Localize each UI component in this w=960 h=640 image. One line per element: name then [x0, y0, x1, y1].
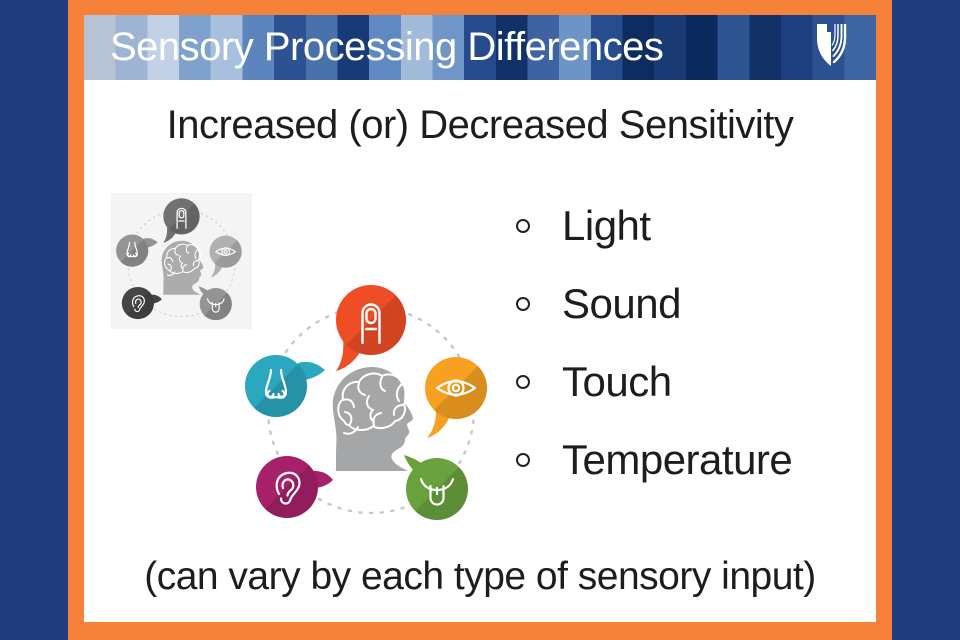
list-item-label: Sound	[562, 280, 681, 327]
tongue-icon	[419, 477, 455, 506]
ear-icon	[275, 471, 301, 505]
list-item: Temperature	[516, 421, 793, 499]
slide-content: Sensory Processing Differences Increased…	[84, 15, 876, 622]
slide-title: Sensory Processing Differences	[110, 25, 664, 69]
nose-icon	[126, 241, 138, 258]
footer-note: (can vary by each type of sensory input)	[144, 555, 816, 598]
circle-bullet-icon	[516, 375, 530, 389]
circle-bullet-icon	[516, 297, 530, 311]
circle-bullet-icon	[516, 453, 530, 467]
head-brain-icon	[161, 240, 204, 295]
taste-bubble	[404, 455, 469, 521]
nose-icon	[264, 368, 288, 399]
sight-bubble	[209, 235, 242, 278]
subtitle-heading: Increased (or) Decreased Sensitivity	[166, 103, 794, 147]
sensitivity-list: Light Sound Touch Temperature	[516, 187, 793, 499]
tongue-icon	[206, 298, 225, 313]
u-shield-logo-icon	[817, 24, 847, 66]
sensory-graphic-small	[111, 193, 252, 329]
eye-icon	[435, 379, 477, 397]
list-item-label: Touch	[562, 358, 672, 405]
sensory-wheel-illustration	[116, 198, 242, 321]
sensory-graphic-large	[240, 275, 502, 537]
list-item: Touch	[516, 343, 792, 421]
smell-bubble	[116, 234, 158, 267]
smell-bubble	[245, 355, 325, 418]
slide-frame: Sensory Processing Differences Increased…	[68, 0, 892, 640]
list-item-label: Temperature	[562, 436, 793, 483]
sight-bubble	[425, 357, 488, 438]
finger-icon	[361, 303, 381, 345]
list-item-label: Light	[562, 202, 651, 249]
hearing-bubble	[256, 456, 333, 519]
ear-icon	[131, 295, 145, 313]
taste-bubble	[198, 286, 232, 321]
list-item: Light	[516, 187, 792, 265]
finger-icon	[176, 207, 187, 229]
hearing-bubble	[121, 286, 162, 320]
eye-icon	[215, 247, 237, 257]
touch-bubble	[163, 198, 200, 243]
sensory-wheel-illustration	[245, 285, 488, 521]
touch-bubble	[336, 285, 407, 371]
head-brain-icon	[332, 367, 413, 471]
list-item: Sound	[516, 265, 792, 343]
circle-bullet-icon	[516, 219, 530, 233]
title-banner: Sensory Processing Differences	[84, 15, 876, 80]
